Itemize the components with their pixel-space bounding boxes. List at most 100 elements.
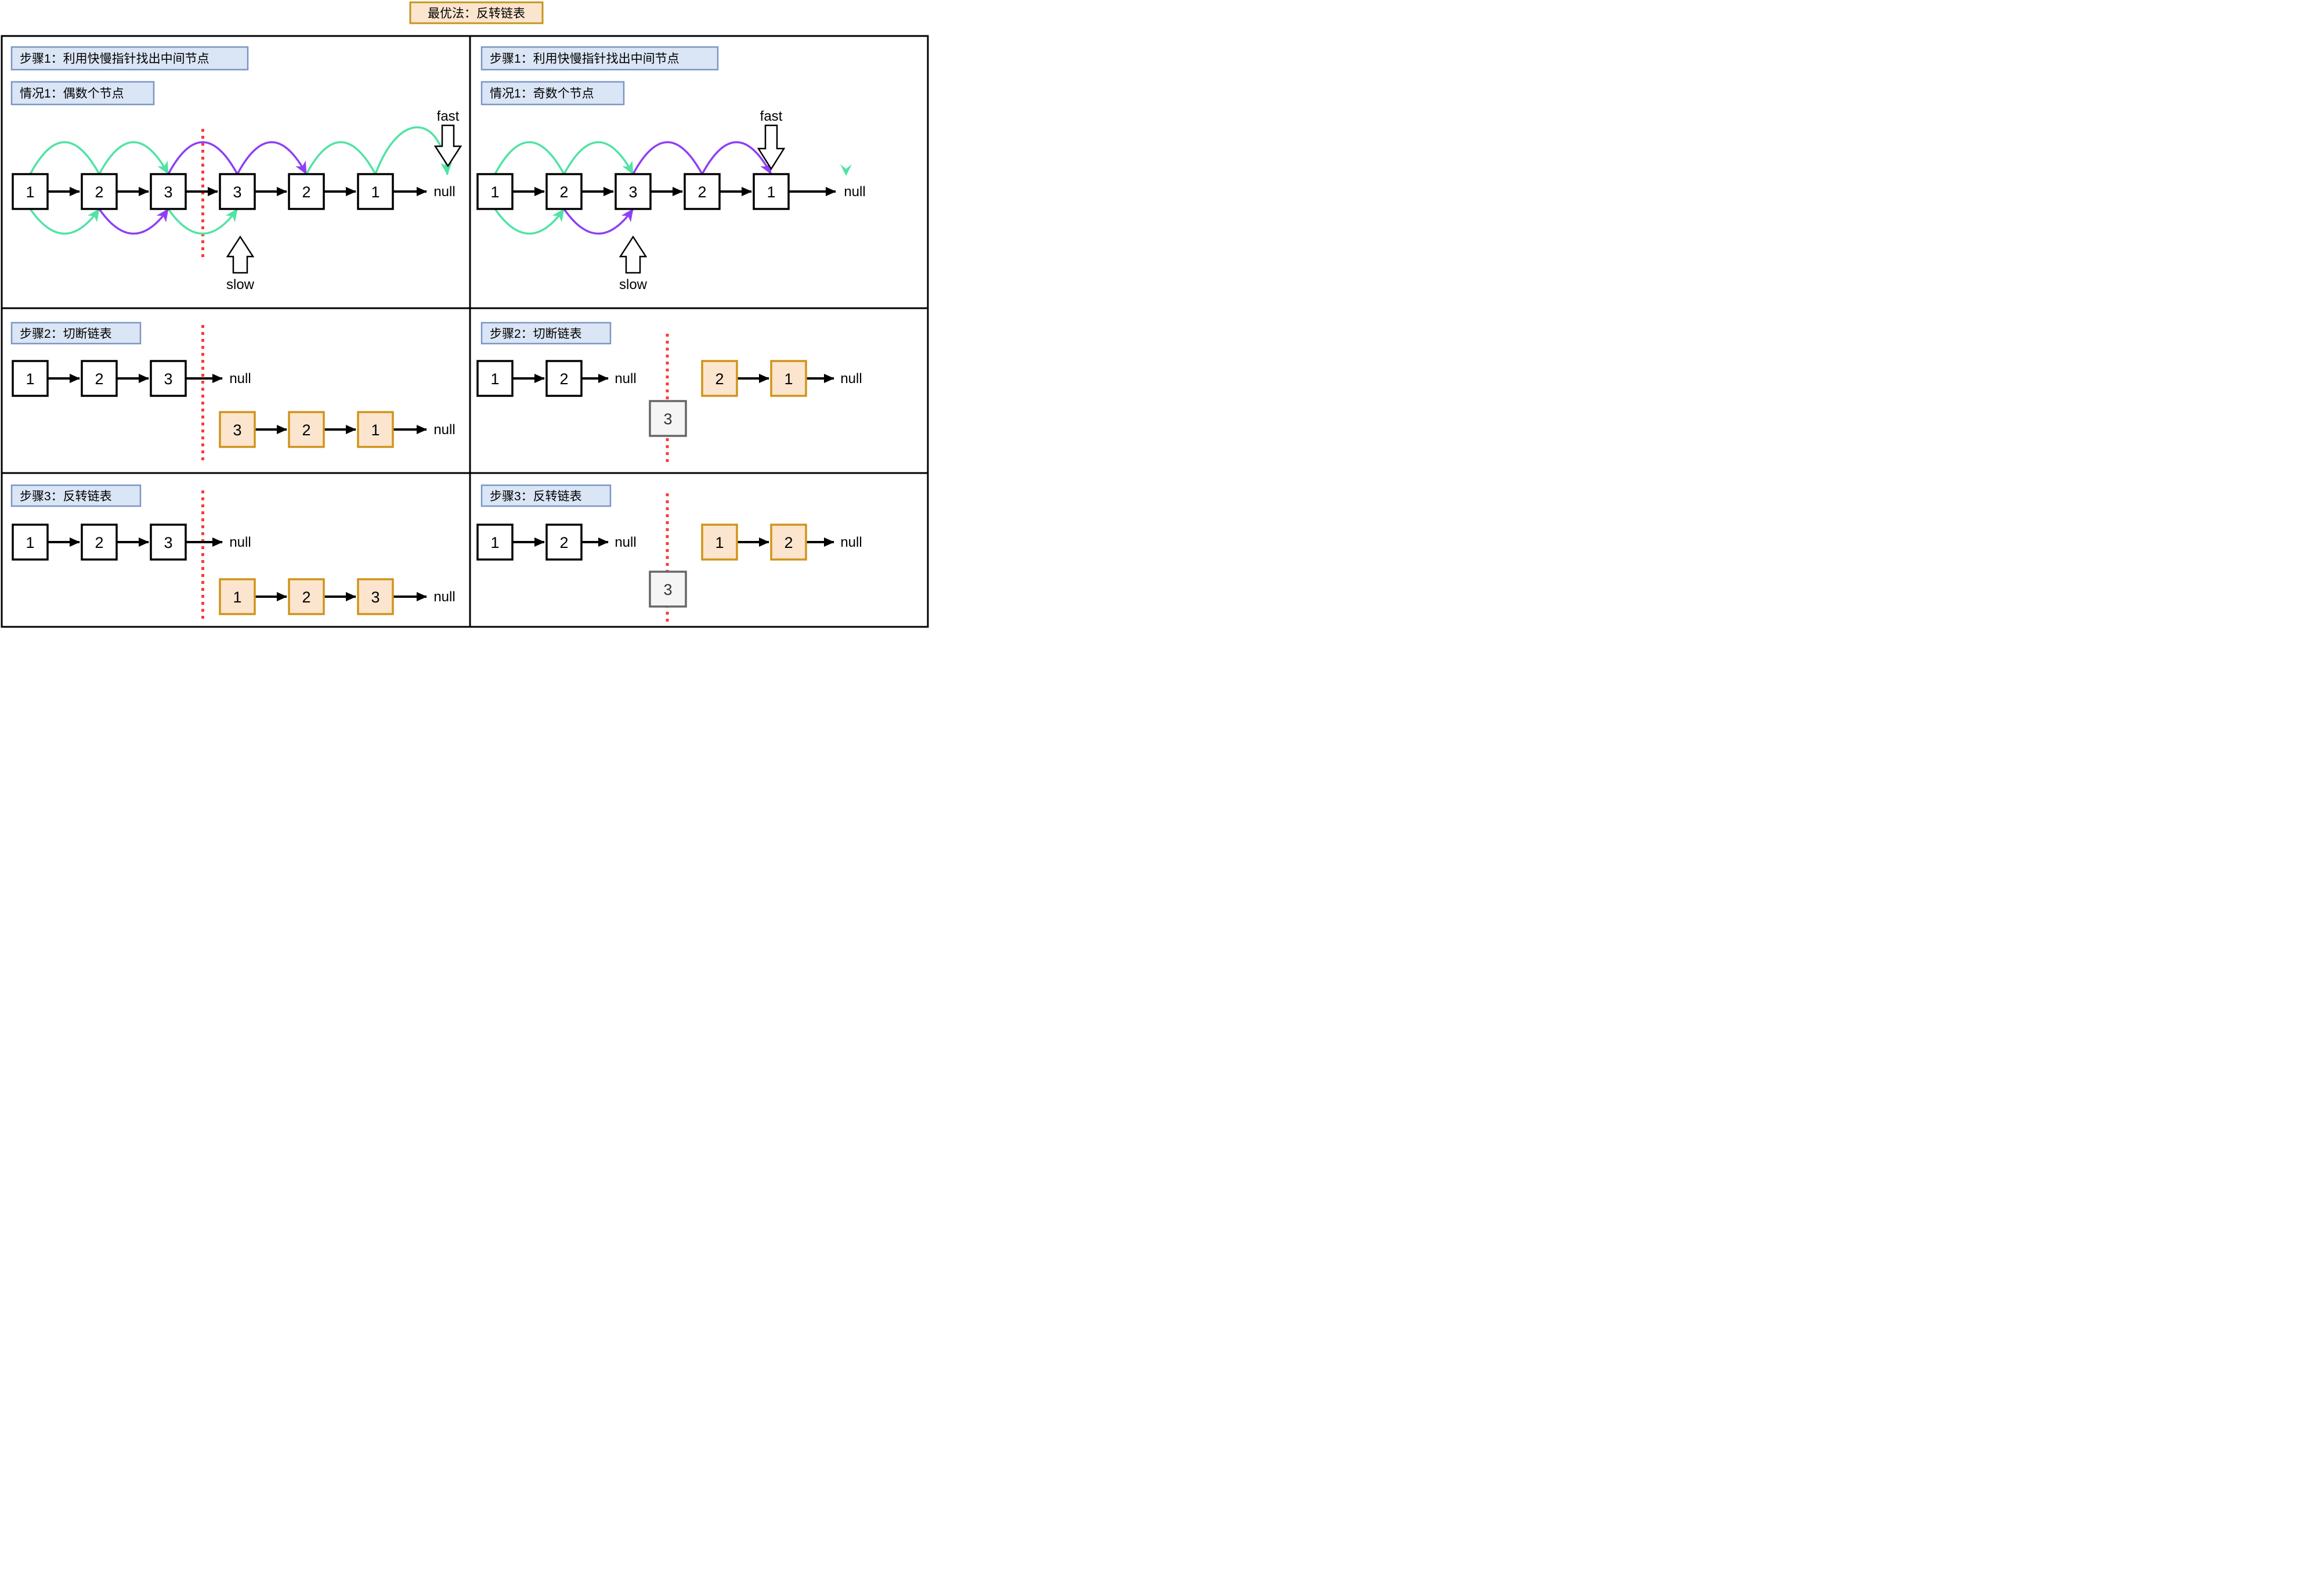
- fast-arc-green-1-2: [494, 141, 565, 175]
- step1-even-header-box: [10, 46, 249, 71]
- node-value: 1: [26, 370, 34, 388]
- node-value: 3: [164, 183, 172, 201]
- node-value: 1: [715, 534, 724, 551]
- node-box: [81, 524, 118, 561]
- slow-arc-purple-2-3: [563, 208, 634, 235]
- node-box: [545, 173, 583, 210]
- fast-pointer-arrow-icon: [757, 124, 786, 171]
- fast-pointer-arrow-icon: [433, 124, 462, 168]
- null-label: null: [844, 184, 865, 200]
- node-box: [150, 524, 187, 561]
- node-value: 2: [784, 534, 793, 551]
- node-box: [545, 360, 583, 397]
- fast-arc-green-1-2: [29, 141, 100, 175]
- fast-next-chevron-icon: [840, 164, 852, 176]
- node-value: 1: [26, 534, 34, 551]
- node-value: 2: [95, 370, 103, 388]
- step1-odd-header-label: 步骤1：利用快慢指针找出中间节点: [490, 52, 680, 66]
- null-label: null: [840, 535, 862, 550]
- fast-arc-green-2-3: [98, 141, 169, 175]
- panel-step1-odd: 步骤1：利用快慢指针找出中间节点 情况1：奇数个节点 1 2 3 2 1 nul…: [476, 46, 866, 293]
- null-label: null: [433, 589, 455, 605]
- node-box-highlight: [219, 411, 256, 448]
- slow-pointer-arrow-icon: [226, 235, 255, 274]
- grid-outer-border: [1, 35, 929, 628]
- node-value: 2: [95, 534, 103, 551]
- panel-step2-even: 步骤2：切断链表 1 2 3 null 3 2 1 null: [10, 322, 456, 464]
- step2-even-header-box: [10, 322, 142, 345]
- node-box: [753, 173, 790, 210]
- step2-even-header-label: 步骤2：切断链表: [20, 327, 112, 341]
- node-box-highlight: [701, 360, 738, 397]
- node-value: 2: [559, 183, 568, 201]
- slow-arc-green-1-2: [29, 208, 100, 235]
- diagram-page: 最优法：反转链表 步骤1：利用快慢指针找出中间节点 情况1：偶数个节点 1: [0, 0, 930, 628]
- middle-node-box: [649, 400, 687, 437]
- fast-arc-green-6-null: [374, 126, 453, 175]
- node-box: [150, 360, 187, 397]
- node-value: 2: [302, 421, 310, 439]
- node-value: 3: [628, 183, 637, 201]
- node-box: [81, 173, 118, 210]
- null-label: null: [229, 371, 251, 387]
- panel-step3-even: 步骤3：反转链表 1 2 3 null 1 2 3 null: [10, 484, 456, 622]
- step2-odd-header-label: 步骤2：切断链表: [490, 327, 582, 341]
- node-value: 1: [767, 183, 775, 201]
- slow-pointer-label: slow: [226, 277, 255, 293]
- fast-arc-purple-4-5: [236, 141, 308, 175]
- step3-odd-header-label: 步骤3：反转链表: [490, 490, 582, 503]
- node-box: [357, 173, 394, 210]
- fast-pointer-label: fast: [437, 109, 460, 124]
- node-value: 2: [559, 534, 568, 551]
- node-value: 3: [164, 370, 172, 388]
- null-label: null: [615, 535, 636, 550]
- slow-pointer-label: slow: [619, 277, 648, 293]
- node-box: [150, 173, 187, 210]
- node-box-highlight: [288, 411, 325, 448]
- node-box-highlight: [770, 524, 807, 561]
- node-value: 1: [26, 183, 34, 201]
- node-box: [476, 524, 514, 561]
- step3-even-header-box: [10, 484, 142, 507]
- node-box: [219, 173, 256, 210]
- node-box: [615, 173, 652, 210]
- node-value: 1: [371, 183, 379, 201]
- node-value: 2: [697, 183, 706, 201]
- node-value: 1: [784, 370, 793, 388]
- node-value: 1: [490, 370, 499, 388]
- node-box: [545, 524, 583, 561]
- node-box: [288, 173, 325, 210]
- fast-arc-green-5-6: [305, 141, 377, 175]
- slow-pointer-arrow-icon: [619, 235, 648, 274]
- node-value: 3: [663, 410, 672, 428]
- step1-even-header-label: 步骤1：利用快慢指针找出中间节点: [20, 52, 209, 66]
- node-value: 3: [663, 581, 672, 598]
- slow-arc-purple-2-3: [98, 208, 169, 235]
- panel-step2-odd: 步骤2：切断链表 1 2 null 3 2 1 null: [476, 322, 862, 463]
- null-label: null: [615, 371, 636, 387]
- fast-pointer-label: fast: [760, 109, 783, 124]
- case-even-header-box: [10, 81, 155, 106]
- node-box-highlight: [357, 411, 394, 448]
- step1-odd-header-box: [480, 46, 719, 71]
- node-value: 1: [371, 421, 379, 439]
- fast-arc-purple-4-5: [701, 141, 772, 175]
- node-box: [81, 360, 118, 397]
- node-box-highlight: [770, 360, 807, 397]
- fast-arc-purple-3-4: [167, 141, 238, 175]
- node-box: [476, 360, 514, 397]
- panel-step1-even: 步骤1：利用快慢指针找出中间节点 情况1：偶数个节点 1 2 3 3 2: [10, 46, 462, 293]
- case-odd-header-box: [480, 81, 625, 106]
- node-box: [684, 173, 721, 210]
- null-label: null: [229, 535, 251, 550]
- node-value: 1: [490, 534, 499, 551]
- step2-odd-header-box: [480, 322, 612, 345]
- node-value: 3: [371, 589, 379, 606]
- node-value: 3: [233, 183, 241, 201]
- case-even-header-label: 情况1：偶数个节点: [20, 87, 124, 100]
- node-box-highlight: [357, 578, 394, 615]
- node-box-highlight: [701, 524, 738, 561]
- node-box-highlight: [219, 578, 256, 615]
- node-value: 1: [490, 183, 499, 201]
- node-box: [12, 360, 49, 397]
